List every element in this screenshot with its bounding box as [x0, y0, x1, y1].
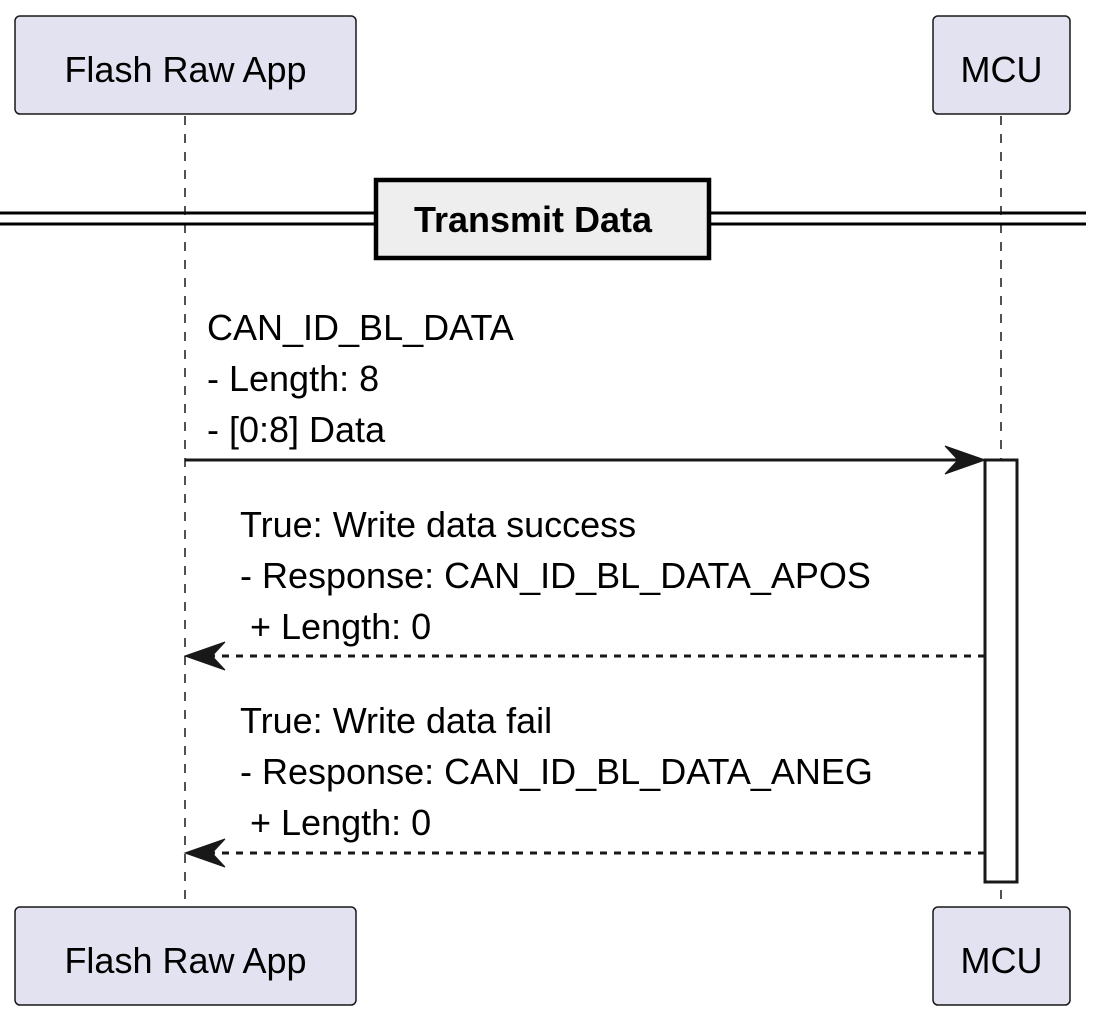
message-label-line: True: Write data success [240, 504, 636, 545]
participant-label: Flash Raw App [64, 940, 306, 981]
arrowhead-left-icon [183, 838, 226, 868]
message-label-line: + Length: 0 [240, 802, 431, 843]
message-label-line: - Response: CAN_ID_BL_DATA_APOS [240, 555, 871, 596]
message-label-line: + Length: 0 [240, 606, 431, 647]
divider-transmit-data: Transmit Data [0, 177, 1086, 261]
participant-flash-raw-app-bottom[interactable]: Flash Raw App [14, 906, 357, 1006]
arrowhead-right-icon [944, 445, 987, 475]
message-label-line: - Response: CAN_ID_BL_DATA_ANEG [240, 751, 873, 792]
message-label-line: - [0:8] Data [207, 409, 386, 450]
participant-label: MCU [961, 49, 1043, 90]
participant-flash-raw-app-top[interactable]: Flash Raw App [14, 15, 357, 115]
participant-label: MCU [961, 940, 1043, 981]
participant-mcu-bottom[interactable]: MCU [932, 906, 1071, 1006]
message-label-line: True: Write data fail [240, 700, 552, 741]
message-write-data-success[interactable]: True: Write data success - Response: CAN… [183, 504, 985, 671]
divider-label: Transmit Data [414, 199, 653, 240]
participant-label: Flash Raw App [64, 49, 306, 90]
participant-mcu-top[interactable]: MCU [932, 15, 1071, 115]
message-can-id-bl-data[interactable]: CAN_ID_BL_DATA - Length: 8 - [0:8] Data [185, 307, 987, 475]
message-write-data-fail[interactable]: True: Write data fail - Response: CAN_ID… [183, 700, 985, 868]
message-label-line: CAN_ID_BL_DATA [207, 307, 514, 348]
arrowhead-left-icon [183, 641, 226, 671]
message-label-line: - Length: 8 [207, 358, 379, 399]
mcu-activation-bar [983, 458, 1019, 884]
divider-box [373, 177, 712, 261]
